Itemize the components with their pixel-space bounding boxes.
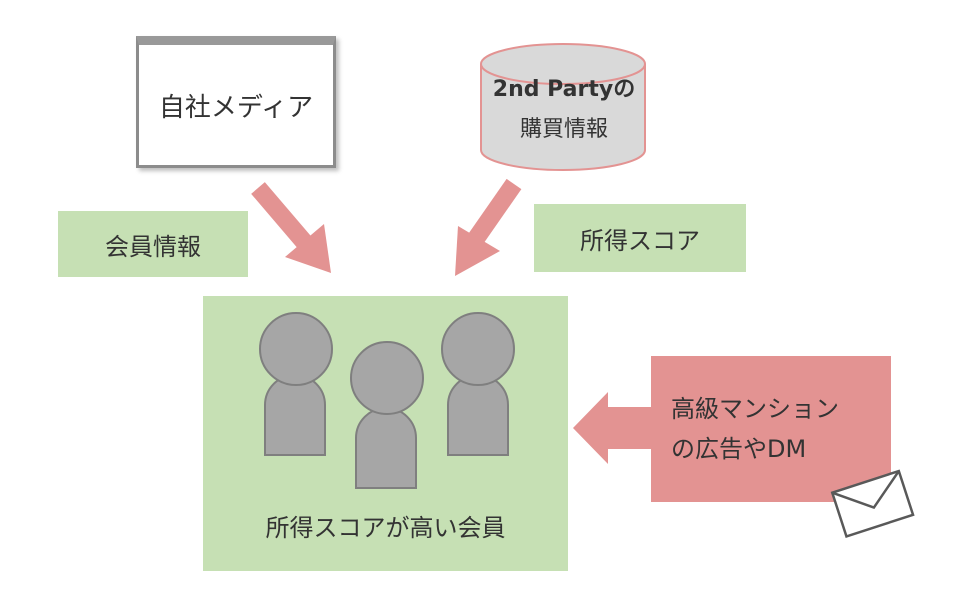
- own-media-box: 自社メディア: [136, 36, 336, 168]
- database-label-line2: 購買情報: [519, 117, 608, 142]
- own-media-label: 自社メディア: [158, 92, 314, 123]
- person-icon: [259, 312, 333, 456]
- luxury-ad-box: 高級マンション の広告やDM: [651, 356, 891, 502]
- target-members-caption: 所得スコアが高い会員: [265, 514, 506, 542]
- income-score-label: 所得スコア: [534, 204, 746, 272]
- ad-label-line1: 高級マンション: [671, 395, 839, 423]
- arrow-ad-to-members: [573, 392, 652, 464]
- ad-label-line2: の広告やDM: [671, 435, 807, 463]
- arrow-database-to-members: [455, 178, 522, 276]
- envelope-icon: [830, 469, 915, 539]
- person-icon: [350, 341, 424, 489]
- database-cylinder: [480, 43, 646, 171]
- income-score-text: 所得スコア: [580, 226, 700, 255]
- member-info-label: 会員情報: [58, 211, 248, 277]
- member-info-text: 会員情報: [105, 232, 201, 261]
- database-label-line1: 2nd Partyの: [492, 77, 636, 102]
- person-icon: [441, 312, 515, 456]
- arrow-media-to-members: [251, 182, 331, 273]
- database-label: 2nd Partyの 購買情報: [484, 70, 644, 150]
